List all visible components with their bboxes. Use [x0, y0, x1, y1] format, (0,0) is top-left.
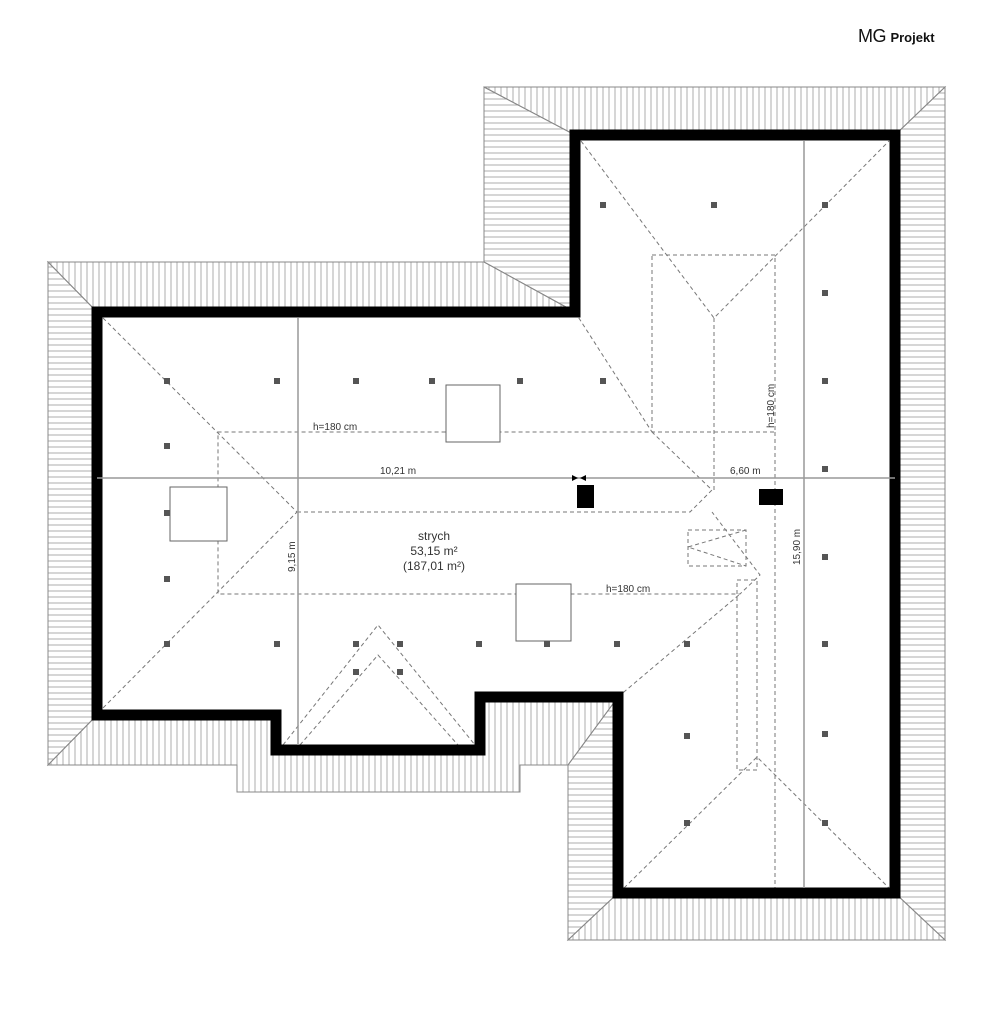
- dimension-width-right: 6,60 m: [730, 466, 761, 477]
- dimension-lines: [97, 141, 895, 888]
- skylights: [169, 384, 572, 642]
- dimension-width-left: 10,21 m: [380, 466, 416, 477]
- room-name: strych: [418, 529, 450, 543]
- room-area-total: (187,01 m²): [403, 559, 465, 573]
- logo-suffix: Projekt: [890, 30, 935, 45]
- skylight: [445, 384, 501, 443]
- chimneys: [577, 485, 783, 508]
- dimension-depth-right: 15,90 m: [792, 529, 803, 565]
- chimney: [759, 489, 783, 505]
- skylight: [515, 583, 572, 642]
- room-area: 53,15 m²: [410, 544, 457, 558]
- height-label: h=180 cm: [766, 384, 777, 428]
- height-label: h=180 cm: [606, 584, 650, 595]
- skylight: [169, 486, 228, 542]
- logo-brand: MG: [858, 26, 887, 46]
- labels: h=180 cm h=180 cm h=180 cm 10,21 m 6,60 …: [287, 384, 803, 595]
- height-label: h=180 cm: [313, 422, 357, 433]
- support-posts: [164, 202, 828, 826]
- walls: [91, 129, 901, 899]
- dimension-depth-left: 9,15 m: [287, 541, 298, 572]
- stair-opening: [686, 529, 747, 567]
- brand-logo: MG Projekt: [858, 26, 935, 47]
- chimney: [577, 485, 594, 508]
